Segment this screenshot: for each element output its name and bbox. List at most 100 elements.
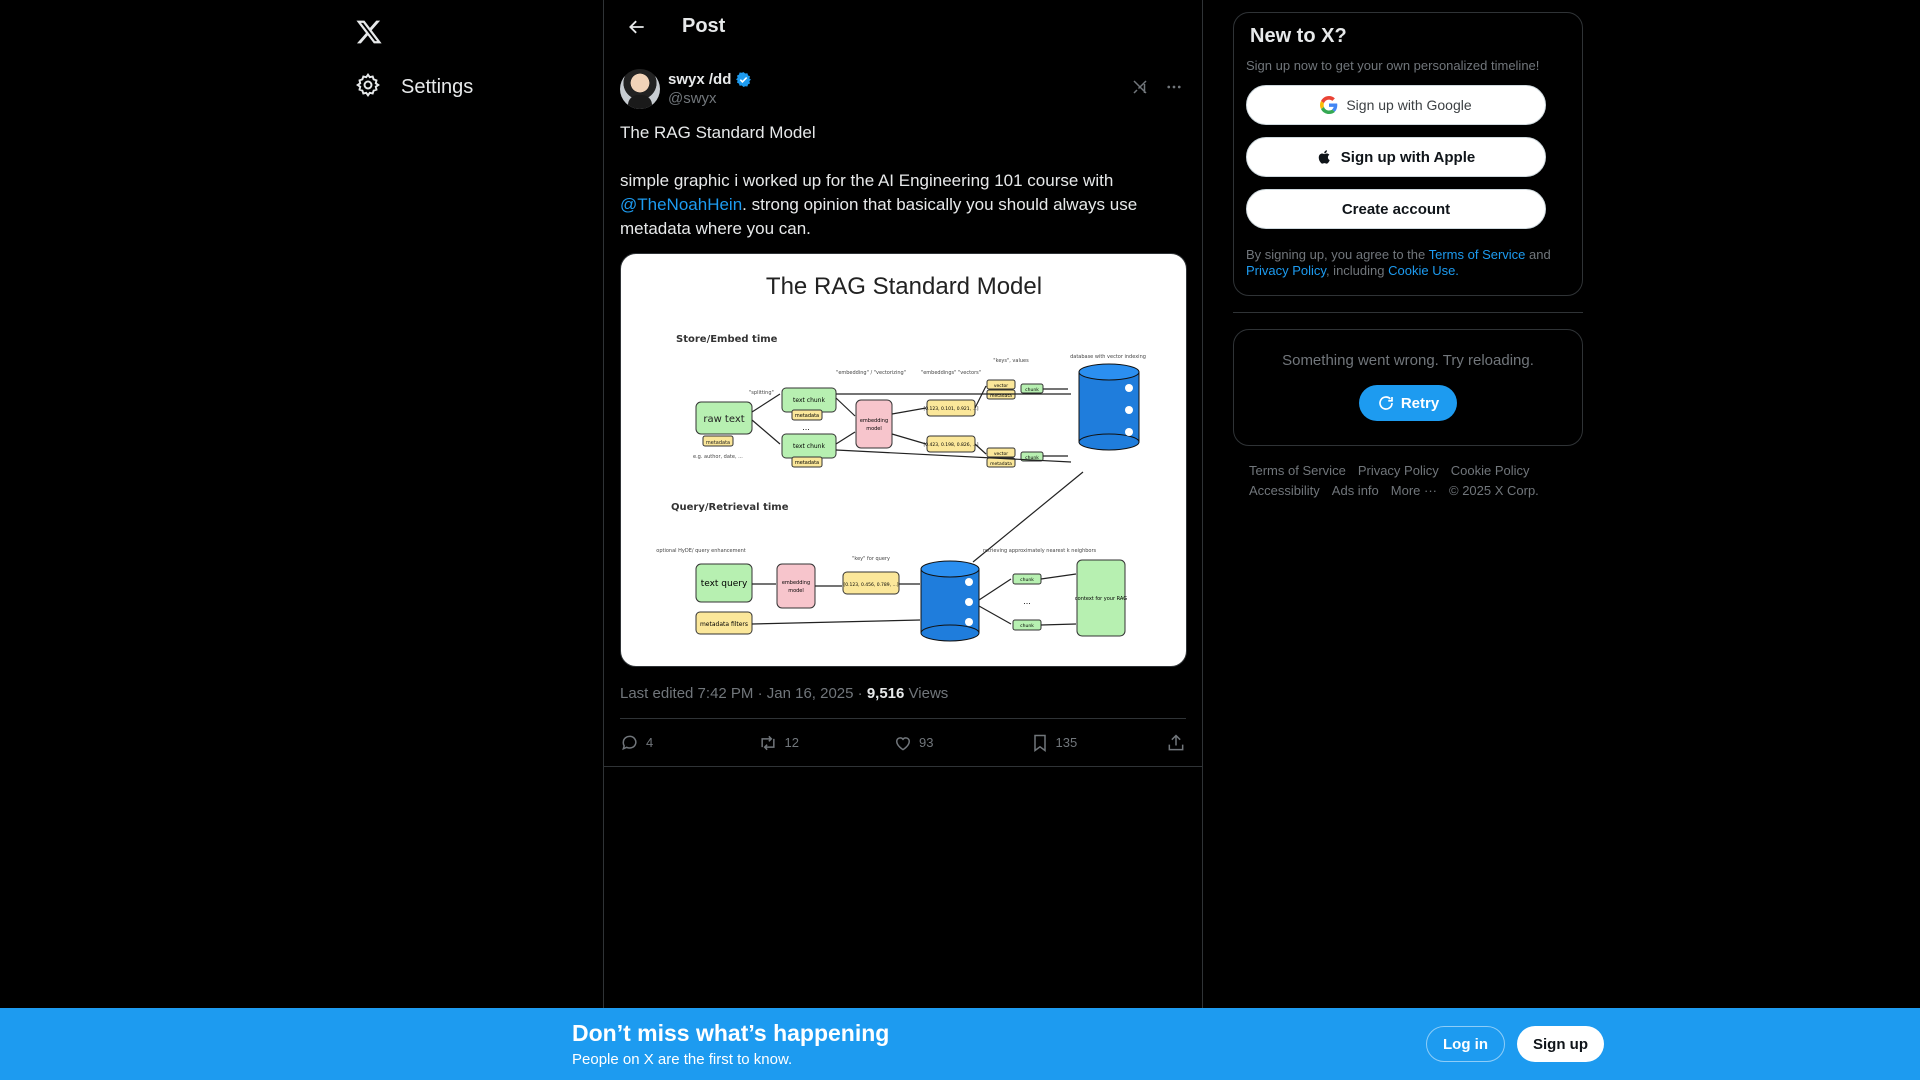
query-embedding-label-2: model	[788, 588, 804, 594]
create-account-button[interactable]: Create account	[1246, 189, 1546, 229]
chunk1-metadata-label: metadata	[795, 413, 819, 419]
signup-apple-button[interactable]: Sign up with Apple	[1246, 137, 1546, 177]
author-display-name[interactable]: swyx /dd	[668, 71, 752, 88]
bookmark-button[interactable]: 135	[1030, 733, 1165, 753]
diagram-section-query: Query/Retrieval time	[671, 502, 789, 513]
chunk2-metadata	[791, 456, 823, 468]
legal-tos-link[interactable]: Terms of Service	[1428, 247, 1526, 262]
share-button[interactable]	[1166, 733, 1186, 753]
repost-count: 12	[784, 735, 799, 750]
kv-vector-2	[986, 447, 1016, 458]
raw-text-label: raw text	[703, 414, 744, 425]
legal-cookie-link[interactable]: Cookie Use.	[1388, 263, 1459, 278]
like-count: 93	[919, 735, 934, 750]
vector-box-1-label: [0.123, 0.101, 0.921, ...]	[923, 406, 978, 412]
context-box	[1076, 559, 1126, 637]
raw-text-box	[695, 401, 753, 435]
footer-link-terms[interactable]: Terms of Service	[1249, 463, 1346, 478]
post-head-actions	[1128, 75, 1186, 99]
reply-icon	[622, 735, 637, 750]
retry-button[interactable]: Retry	[1358, 385, 1458, 421]
eg-note: e.g. author, date, ...	[693, 454, 743, 460]
text-chunk-2-label: text chunk	[793, 443, 825, 450]
nav-settings[interactable]: Settings	[347, 66, 481, 109]
signup-google-button[interactable]: Sign up with Google	[1246, 85, 1546, 125]
avatar[interactable]	[620, 69, 660, 109]
diagram-title: The RAG Standard Model	[766, 273, 1042, 300]
login-button[interactable]: Log in	[1426, 1026, 1505, 1062]
post-header: Post	[604, 0, 1202, 53]
more-icon[interactable]	[1162, 75, 1186, 99]
repost-button[interactable]: 12	[757, 733, 892, 753]
kv-chunk-2-label: chunk	[1025, 455, 1039, 461]
like-button[interactable]: 93	[893, 733, 1028, 753]
legal-text-2: and	[1525, 247, 1551, 262]
legal-privacy-link[interactable]: Privacy Policy	[1246, 263, 1326, 278]
banner-buttons: Log in Sign up	[1426, 1026, 1604, 1062]
apple-icon	[1318, 150, 1330, 164]
store-arrows	[751, 385, 1084, 563]
grok-icon[interactable]	[1128, 75, 1152, 99]
keys-values-note: "keys", values	[993, 358, 1029, 364]
chunk2-metadata-label: metadata	[795, 460, 819, 466]
author-name-text: swyx /dd	[668, 71, 732, 88]
heart-icon	[895, 736, 911, 751]
diagram-section-store: Store/Embed time	[676, 334, 778, 345]
chunk1-metadata	[791, 409, 823, 421]
embedding-model-label-2: model	[866, 426, 882, 432]
nav-settings-label: Settings	[401, 76, 474, 98]
embedding-vectorizing-note: "embedding" / "vectorizing"	[836, 370, 906, 376]
post-text-line1: The RAG Standard Model	[620, 123, 816, 142]
bookmark-icon	[1033, 734, 1046, 752]
reply-button[interactable]: 4	[620, 733, 755, 753]
signup-subtitle: Sign up now to get your own personalized…	[1246, 58, 1540, 73]
divider	[1233, 312, 1583, 313]
banner-subtitle: People on X are the first to know.	[572, 1051, 793, 1068]
legal-text-1: By signing up, you agree to the	[1246, 247, 1429, 262]
footer-link-privacy[interactable]: Privacy Policy	[1357, 463, 1439, 478]
footer-link-cookie[interactable]: Cookie Policy	[1450, 463, 1530, 478]
chunks-ellipsis: ...	[802, 423, 810, 432]
query-embedding-model	[776, 563, 816, 609]
optional-note: optional HyDE/ query enhancement	[656, 548, 745, 554]
metadata-filters-label: metadata filters	[700, 621, 748, 628]
embedding-model-box	[855, 399, 893, 449]
bottom-banner: Don’t miss what’s happening People on X …	[0, 1008, 1920, 1080]
query-vector-label: [0.123, 0.456, 0.789, ...]	[843, 582, 898, 588]
footer-link-more[interactable]: More ···	[1390, 483, 1437, 498]
bookmark-count: 135	[1055, 735, 1078, 750]
right-sidebar: New to X? Sign up now to get your own pe…	[1233, 12, 1583, 498]
legal-text-3: , including	[1325, 263, 1389, 278]
x-logo-icon[interactable]	[347, 10, 391, 54]
author-handle[interactable]: @swyx	[668, 90, 717, 107]
views-label: Views	[904, 685, 949, 702]
author-names: swyx /dd @swyx	[668, 71, 752, 107]
text-query-box	[695, 563, 753, 603]
share-icon	[1168, 733, 1184, 750]
kv-vector-2-label: vector	[994, 451, 1008, 457]
footer-link-ads-info[interactable]: Ads info	[1331, 483, 1379, 498]
result-chunk-1-label: chunk	[1020, 577, 1034, 583]
post-timestamp[interactable]: Last edited 7:42 PM · Jan 16, 2025 ·	[620, 685, 867, 702]
retry-label: Retry	[1400, 394, 1440, 412]
error-message: Something went wrong. Try reloading.	[1282, 352, 1534, 369]
mention-link[interactable]: @TheNoahHein	[620, 195, 743, 214]
error-card: Something went wrong. Try reloading. Ret…	[1233, 329, 1583, 446]
post-text-line2: simple graphic i worked up for the AI En…	[620, 169, 1186, 241]
signup-title: New to X?	[1250, 25, 1347, 47]
footer-links: Terms of Service Privacy Policy Cookie P…	[1233, 464, 1583, 498]
banner-title: Don’t miss what’s happening	[572, 1020, 890, 1046]
signup-button[interactable]: Sign up	[1517, 1026, 1604, 1062]
banner-text: Don’t miss what’s happening People on X …	[572, 1020, 889, 1068]
post-image[interactable]: The RAG Standard Model Store/Embed time …	[620, 253, 1187, 667]
reply-count: 4	[646, 735, 654, 750]
signup-card: New to X? Sign up now to get your own pe…	[1233, 12, 1583, 296]
kv-vector-1	[986, 379, 1016, 390]
context-label: context for your RAG	[1075, 596, 1127, 602]
post-meta: Last edited 7:42 PM · Jan 16, 2025 · 9,5…	[620, 685, 1186, 719]
signup-google-label: Sign up with Google	[1346, 97, 1472, 113]
refresh-icon	[1379, 396, 1393, 410]
footer-link-accessibility[interactable]: Accessibility	[1249, 483, 1320, 498]
back-button[interactable]	[620, 10, 654, 44]
